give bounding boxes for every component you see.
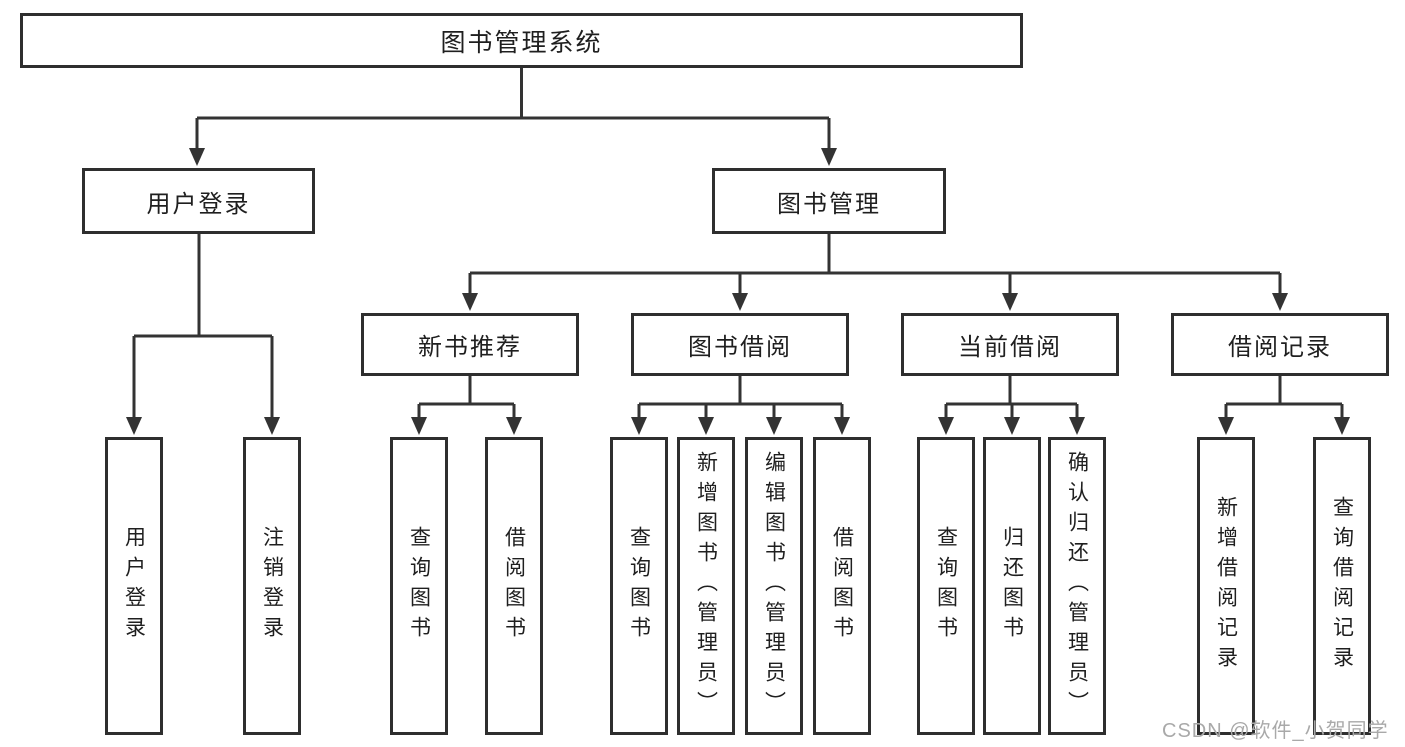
node-user-login-branch: 用户登录 — [82, 168, 315, 234]
leaf-add-borrow-record: 新增借阅记录 — [1197, 437, 1255, 735]
node-current-borrow: 当前借阅 — [901, 313, 1119, 376]
node-book-management-branch: 图书管理 — [712, 168, 946, 234]
node-book-management-branch-label: 图书管理 — [777, 190, 881, 218]
leaf-query-books-recommend: 查询图书 — [390, 437, 448, 735]
node-system-root: 图书管理系统 — [20, 13, 1023, 68]
node-new-book-recommend-label: 新书推荐 — [418, 334, 522, 361]
leaf-borrow-books-label: 借阅图书 — [830, 526, 854, 646]
leaf-query-books-borrow-label: 查询图书 — [627, 526, 651, 646]
leaf-logout-label: 注销登录 — [260, 526, 284, 646]
leaf-query-books-borrow: 查询图书 — [610, 437, 668, 735]
leaf-add-book-admin: 新增图书（管理员） — [677, 437, 735, 735]
leaf-add-book-admin-label: 新增图书（管理员） — [694, 451, 718, 721]
leaf-query-borrow-record: 查询借阅记录 — [1313, 437, 1371, 735]
leaf-query-books-recommend-label: 查询图书 — [407, 526, 431, 646]
leaf-query-books-current-label: 查询图书 — [934, 526, 958, 646]
node-system-root-label: 图书管理系统 — [440, 28, 603, 57]
leaf-query-borrow-record-label: 查询借阅记录 — [1330, 496, 1354, 676]
node-user-login-branch-label: 用户登录 — [146, 190, 251, 218]
leaf-logout: 注销登录 — [243, 437, 301, 735]
leaf-query-books-current: 查询图书 — [917, 437, 975, 735]
leaf-add-borrow-record-label: 新增借阅记录 — [1214, 496, 1238, 676]
node-borrow-records: 借阅记录 — [1171, 313, 1389, 376]
node-borrow-records-label: 借阅记录 — [1228, 334, 1332, 361]
node-book-borrow-label: 图书借阅 — [688, 334, 792, 361]
leaf-borrow-books: 借阅图书 — [813, 437, 871, 735]
leaf-user-login-label: 用户登录 — [122, 526, 146, 646]
leaf-confirm-return-admin: 确认归还（管理员） — [1048, 437, 1106, 735]
node-current-borrow-label: 当前借阅 — [958, 334, 1062, 361]
leaf-borrow-books-recommend-label: 借阅图书 — [502, 526, 526, 646]
node-book-borrow: 图书借阅 — [631, 313, 849, 376]
leaf-return-book: 归还图书 — [983, 437, 1041, 735]
csdn-watermark: CSDN @软件_小贺同学 — [1162, 720, 1389, 742]
leaf-user-login: 用户登录 — [105, 437, 163, 735]
node-new-book-recommend: 新书推荐 — [361, 313, 579, 376]
leaf-confirm-return-admin-label: 确认归还（管理员） — [1065, 451, 1089, 721]
arrowheads — [126, 148, 1350, 435]
leaf-edit-book-admin: 编辑图书（管理员） — [745, 437, 803, 735]
leaf-borrow-books-recommend: 借阅图书 — [485, 437, 543, 735]
leaf-edit-book-admin-label: 编辑图书（管理员） — [762, 451, 786, 721]
leaf-return-book-label: 归还图书 — [1000, 526, 1024, 646]
